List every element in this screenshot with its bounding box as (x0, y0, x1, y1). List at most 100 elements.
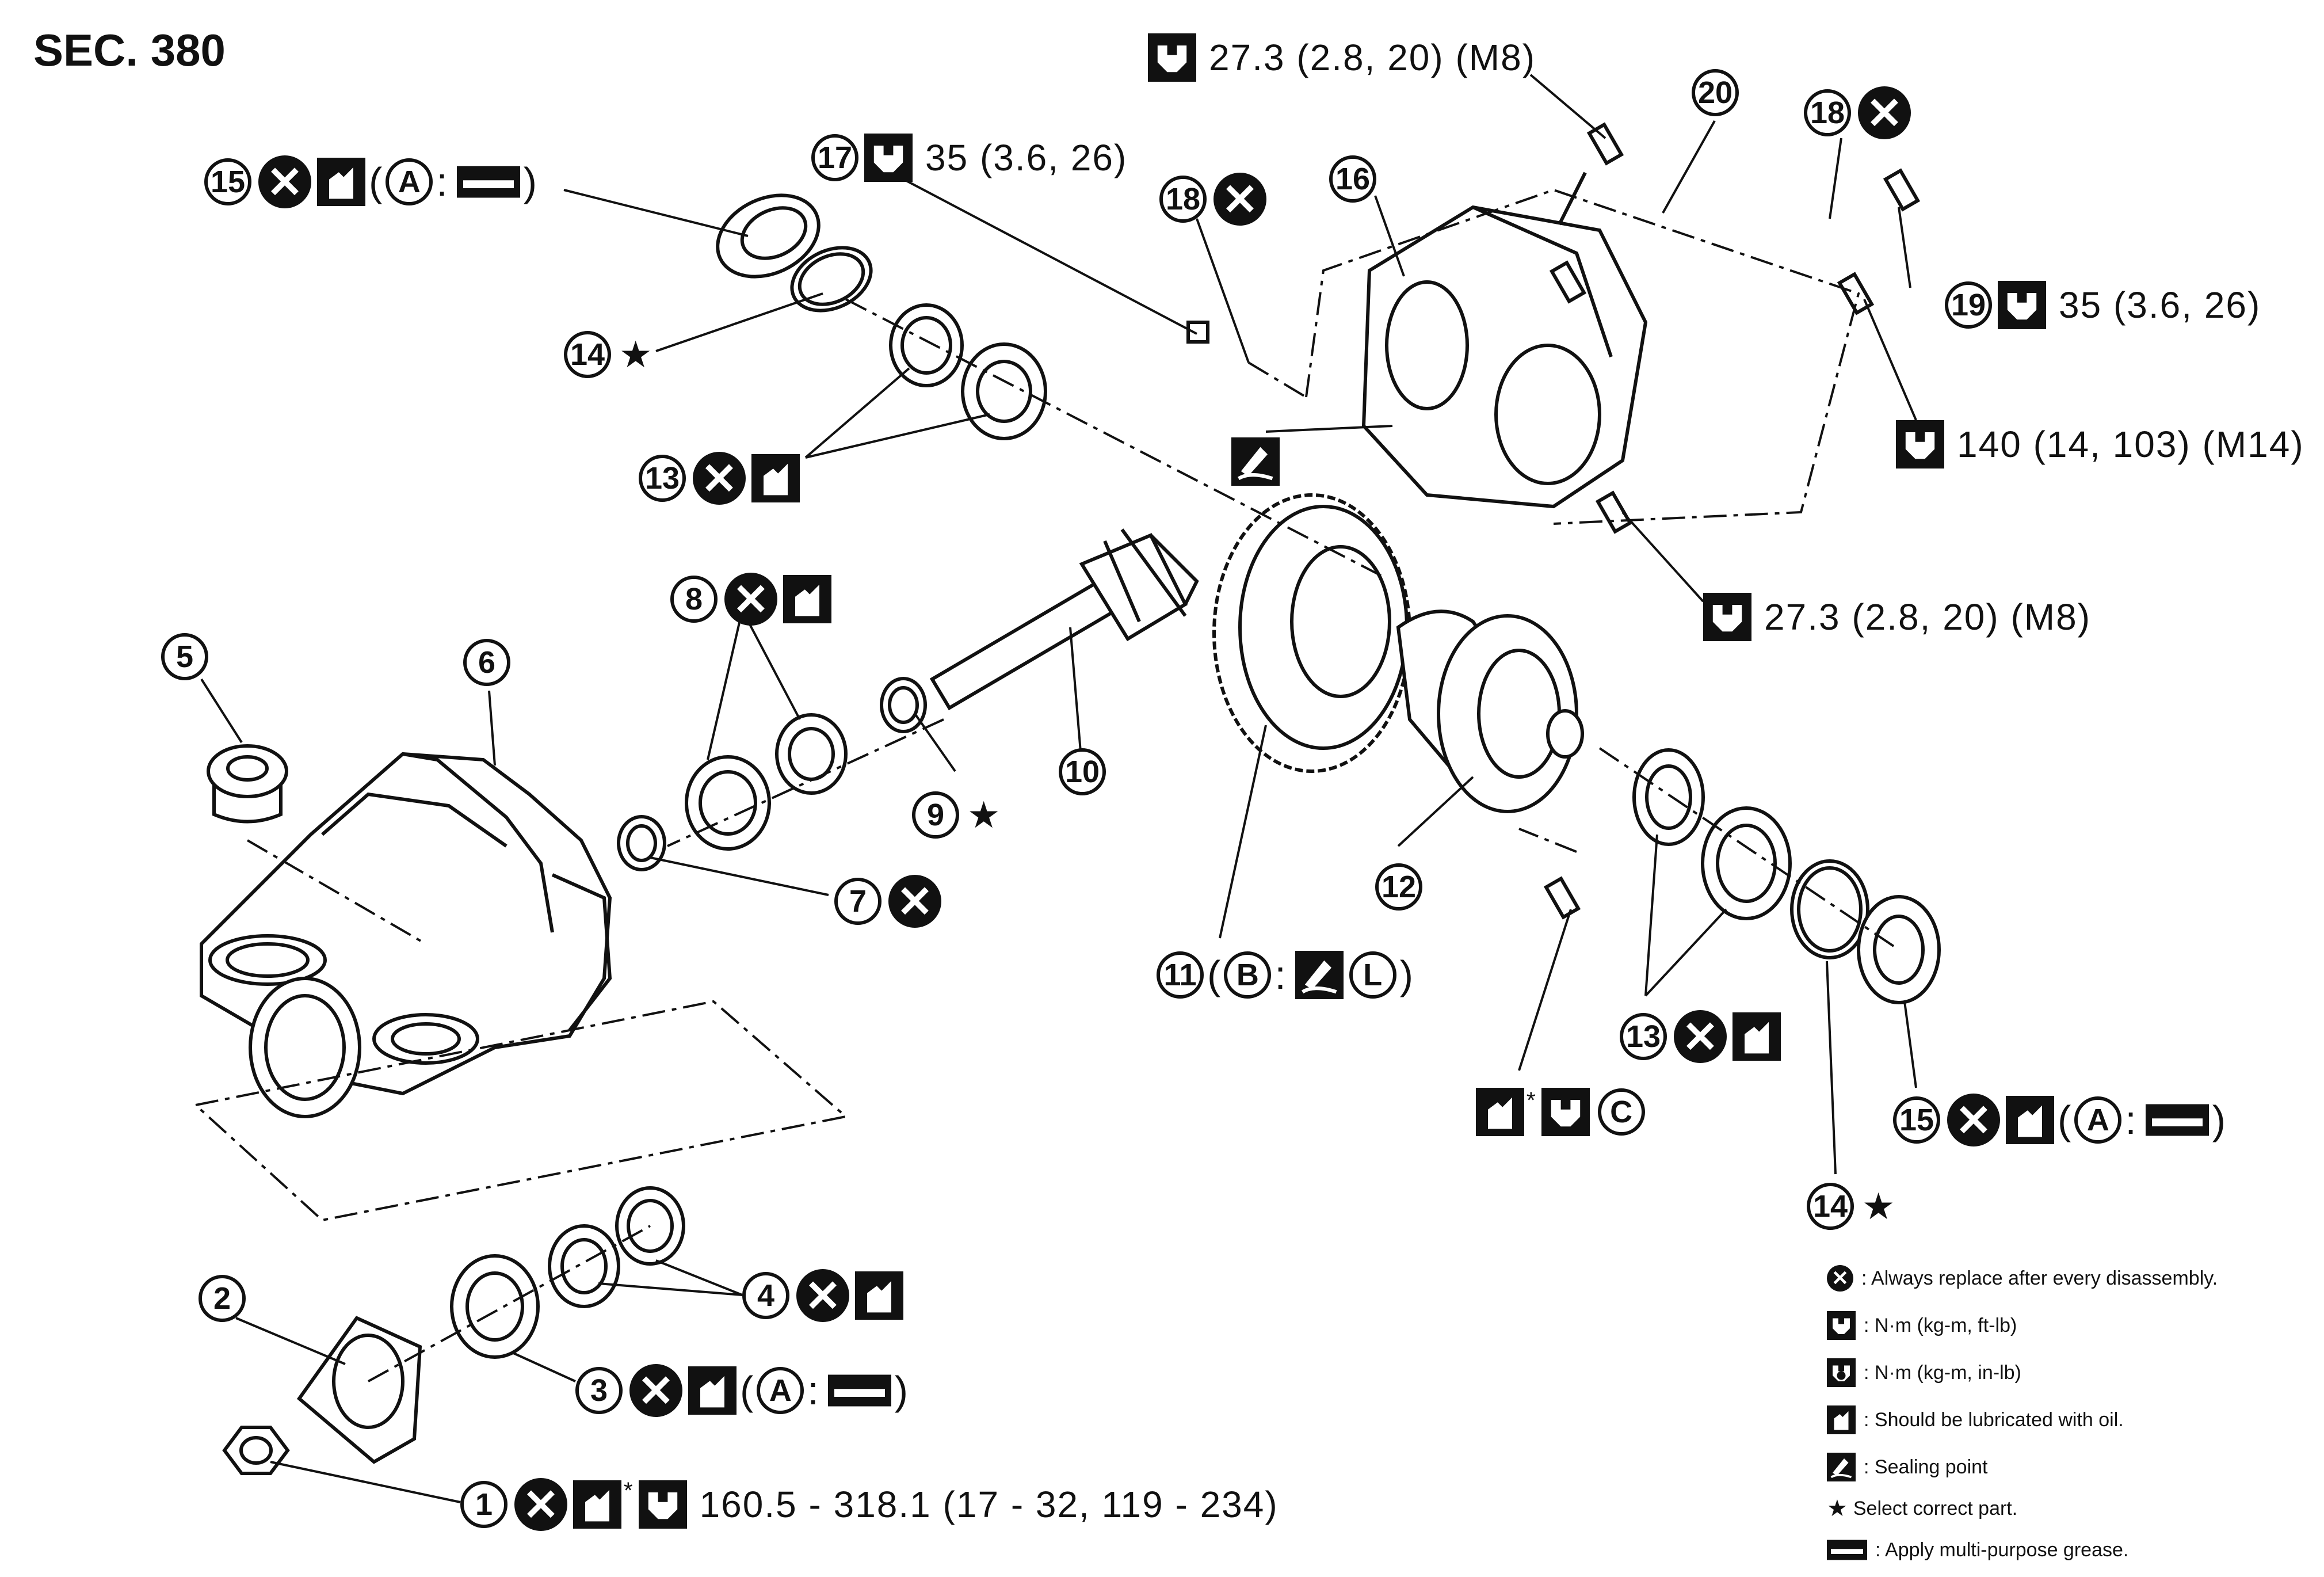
sealing-point-marker (1231, 437, 1280, 486)
torque-label-m14: 140 (14, 103) (M14) (1890, 420, 2304, 468)
replace-x-icon: ✕ (514, 1478, 567, 1531)
paren-open: ( (369, 159, 383, 204)
grease-icon (456, 166, 520, 198)
legend-text: : Always replace after every disassembly… (1861, 1267, 2218, 1289)
colon: : (1274, 953, 1286, 997)
torque-value: 140 (14, 103) (M14) (1957, 424, 2304, 465)
star-icon: ★ (1827, 1496, 1848, 1521)
paren-close: ) (1399, 953, 1414, 997)
callout-number: 2 (199, 1275, 246, 1322)
ring-gear-bolt-marker: * C (1476, 1088, 1645, 1136)
torque-wrench-icon (1896, 420, 1944, 468)
callout-17: 17 35 (3.6, 26) (811, 134, 1127, 182)
star-icon: ★ (619, 333, 652, 375)
callout-1: 1 ✕ * 160.5 - 318.1 (17 - 32, 119 - 234) (460, 1478, 1279, 1531)
oil-can-icon (688, 1366, 736, 1415)
paren-close: ) (523, 159, 537, 204)
callout-number: 11 (1157, 951, 1204, 999)
cover-bolts (1186, 122, 1921, 920)
star-icon: ★ (967, 794, 1001, 836)
symbol-a: A (386, 158, 433, 205)
legend-text: : N·m (kg-m, in-lb) (1864, 1361, 2021, 1384)
callout-4: 4 ✕ (742, 1269, 903, 1322)
oil-can-icon (1476, 1088, 1524, 1136)
mount-bushing (207, 744, 288, 824)
colon: : (436, 159, 448, 204)
callout-number: 15 (1893, 1096, 1940, 1144)
torque-value: 160.5 - 318.1 (17 - 32, 119 - 234) (699, 1484, 1279, 1525)
star-icon: ★ (1862, 1185, 1895, 1227)
pinion-bearing-rear (685, 677, 927, 851)
oil-can-icon (317, 158, 365, 206)
callout-8: 8 ✕ (670, 573, 831, 626)
grease-icon (2145, 1104, 2209, 1136)
side-bearing-right (1632, 748, 1792, 920)
paren-open: ( (740, 1368, 754, 1413)
legend-row: : Should be lubricated with oil. (1827, 1396, 2218, 1443)
section-label: SEC. 380 (33, 25, 226, 75)
callout-number: 19 (1945, 281, 1992, 329)
sealant-icon (1827, 1453, 1856, 1481)
colon: : (2125, 1098, 2136, 1142)
legend-text: : Apply multi-purpose grease. (1875, 1538, 2129, 1561)
legend-text: : Should be lubricated with oil. (1864, 1408, 2124, 1431)
callout-19: 19 35 (3.6, 26) (1945, 281, 2261, 329)
carrier-housing (200, 752, 612, 1118)
callout-number: 3 (575, 1367, 623, 1414)
legend-row: : Sealing point (1827, 1443, 2218, 1491)
callout-3: 3 ✕ ( A : ) (575, 1364, 911, 1417)
callout-number: 8 (670, 576, 718, 623)
legend-text: : N·m (kg-m, ft-lb) (1864, 1314, 2017, 1336)
callout-number: 12 (1375, 863, 1422, 911)
asterisk-mark: * (1527, 1088, 1536, 1113)
callout-number: 5 (161, 633, 208, 680)
callout-number: 1 (460, 1481, 507, 1528)
callout-15-left: 15 ✕ ( A : ) (204, 155, 540, 208)
callout-number: 18 (1804, 89, 1851, 136)
oil-can-icon (2006, 1096, 2054, 1144)
replace-x-icon: ✕ (888, 875, 941, 928)
callout-6: 6 (463, 639, 510, 686)
oil-can-icon (1827, 1405, 1856, 1434)
oil-can-icon (855, 1271, 903, 1320)
legend-row: : N·m (kg-m, in-lb) (1827, 1349, 2218, 1396)
callout-number: 9 (912, 791, 959, 839)
companion-flange (296, 1316, 422, 1464)
side-oil-seal-right (1790, 859, 1941, 1004)
sealant-icon (1231, 437, 1280, 486)
callout-number: 4 (742, 1272, 789, 1319)
collapsible-spacer (617, 815, 666, 871)
callout-number: 14 (1807, 1183, 1854, 1230)
torque-label-lower-bolt: 27.3 (2.8, 20) (M8) (1697, 593, 2091, 641)
replace-x-icon: ✕ (796, 1269, 849, 1322)
legend-row: ✕ : Always replace after every disassemb… (1827, 1255, 2218, 1302)
legend-row: : N·m (kg-m, ft-lb) (1827, 1302, 2218, 1349)
oil-can-icon (783, 575, 831, 623)
callout-number: 16 (1329, 155, 1376, 203)
callout-14-right: 14 ★ (1807, 1183, 1895, 1230)
torque-value: 27.3 (2.8, 20) (M8) (1764, 596, 2091, 638)
paren-open: ( (1207, 953, 1221, 997)
side-oil-seal-left (716, 193, 873, 313)
callout-20: 20 (1692, 69, 1739, 116)
callout-5: 5 (161, 633, 208, 680)
callout-16: 16 (1329, 155, 1376, 203)
torque-value: 35 (3.6, 26) (2059, 284, 2261, 326)
callout-number: 10 (1059, 748, 1106, 795)
symbol-a: A (2074, 1096, 2122, 1144)
callout-number: 14 (564, 331, 611, 378)
torque-value: 27.3 (2.8, 20) (M8) (1209, 37, 1536, 78)
torque-wrench-filled-icon (1827, 1358, 1856, 1387)
torque-label-top-bolt: 27.3 (2.8, 20) (M8) (1142, 33, 1536, 82)
callout-10: 10 (1059, 748, 1106, 795)
pinion-nut (222, 1426, 290, 1475)
callout-14-left: 14 ★ (564, 331, 652, 378)
legend-text: Select correct part. (1853, 1497, 2018, 1519)
dash-dot-lines (193, 188, 1900, 1382)
oil-can-icon (751, 454, 800, 502)
callout-13-right: 13 ✕ (1620, 1010, 1781, 1063)
oil-can-icon (573, 1480, 621, 1529)
legend: ✕ : Always replace after every disassemb… (1827, 1255, 2218, 1574)
callout-number: 17 (811, 134, 858, 181)
